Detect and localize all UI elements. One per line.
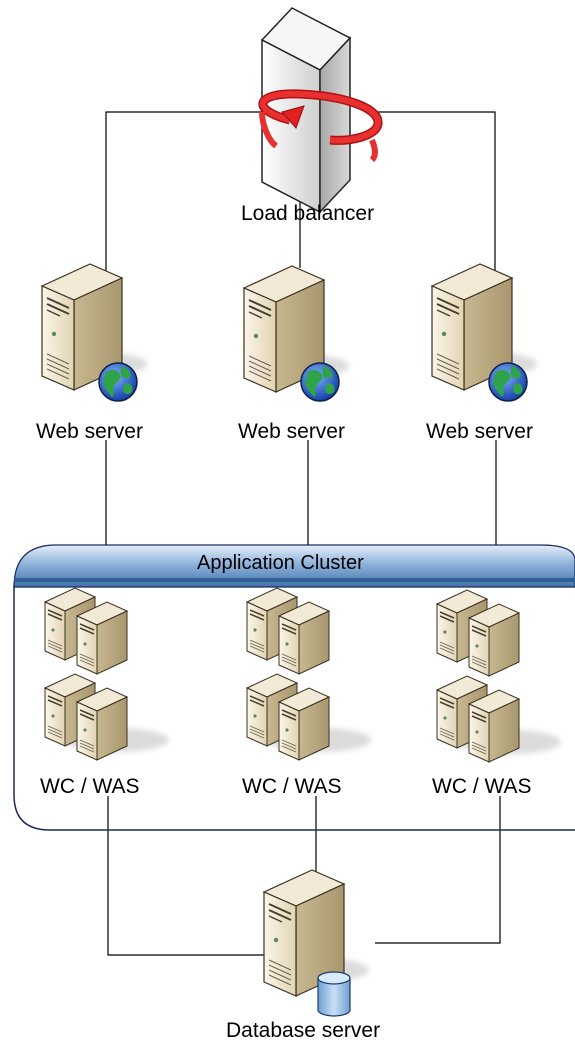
cluster-node-center-label: WC / WAS (242, 775, 342, 798)
database-cylinder-icon (317, 971, 351, 1017)
web-server-left-icon (42, 264, 147, 402)
web-server-center-icon (244, 266, 349, 402)
server-cluster-right-icon (436, 589, 561, 763)
load-balancer-label: Load balancer (241, 202, 375, 225)
line-lb-web-left (105, 111, 264, 295)
globe-icon (98, 362, 138, 402)
connector-lines (105, 111, 501, 956)
line-cluster-db-right (375, 796, 501, 944)
line-cluster-db-left (107, 796, 268, 956)
server-cluster-left-icon (44, 587, 169, 761)
web-server-left-label: Web server (36, 420, 143, 443)
cluster-title: Application Cluster (197, 552, 364, 574)
web-server-right-icon (432, 264, 537, 402)
server-cluster-center-icon (246, 587, 371, 761)
web-server-right-label: Web server (426, 420, 533, 443)
application-cluster (13, 544, 575, 831)
rotation-arrow-icon (258, 89, 383, 163)
web-server-center-label: Web server (238, 420, 345, 443)
database-server-label: Database server (226, 1019, 381, 1042)
cluster-banner (13, 544, 575, 588)
globe-icon (488, 362, 528, 402)
cluster-border (13, 585, 575, 831)
globe-icon (300, 362, 340, 402)
cluster-node-right-label: WC / WAS (432, 775, 532, 798)
line-lb-web-right (372, 111, 496, 292)
load-balancer-icon (258, 7, 383, 214)
cluster-node-left-label: WC / WAS (40, 775, 140, 798)
database-server-icon (264, 870, 369, 1017)
